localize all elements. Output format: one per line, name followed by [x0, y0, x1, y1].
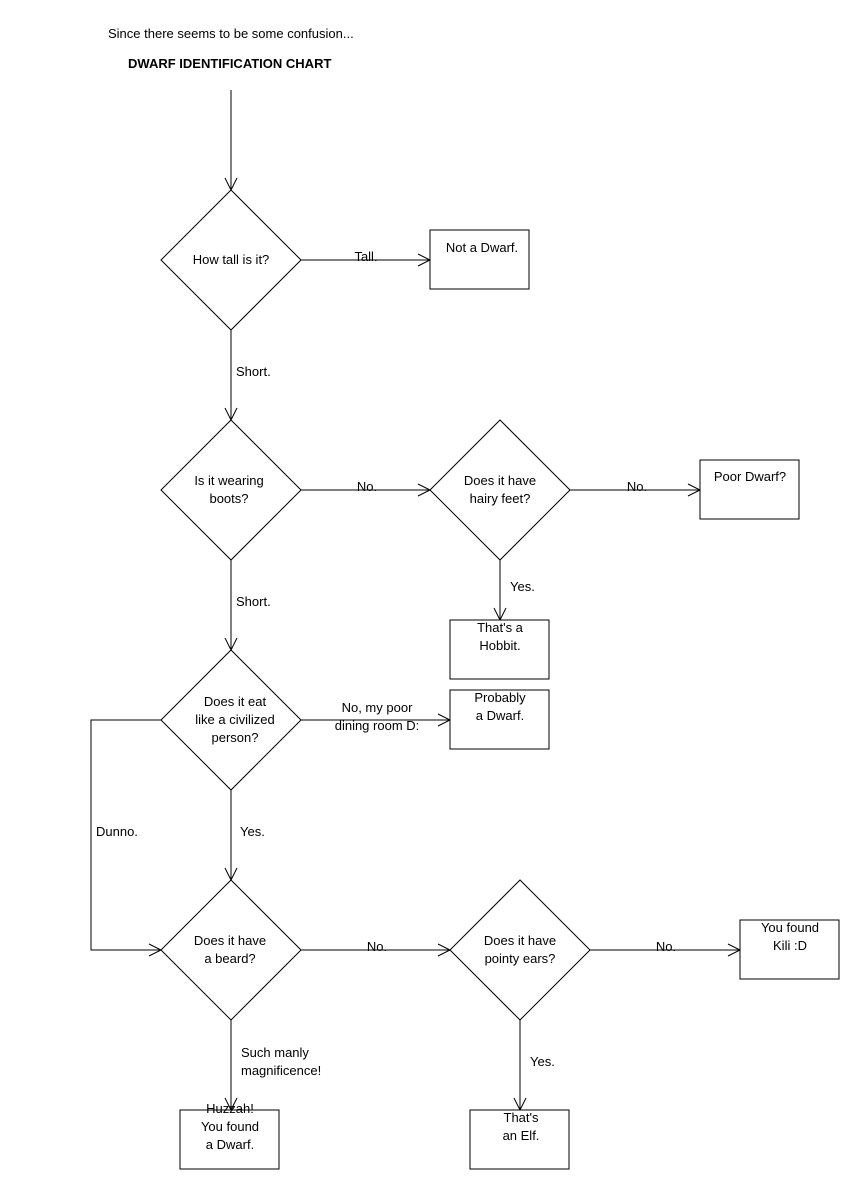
label-line: hairy feet? [470, 491, 531, 506]
label-line: Does it eat [204, 694, 267, 709]
edge-label-beard-no: No. [367, 939, 387, 954]
outcome-not-dwarf-label: Not a Dwarf. [446, 240, 518, 255]
outcome-not-dwarf-box [429, 229, 530, 290]
label-line: Yes. [240, 824, 265, 839]
label-line: You found [761, 920, 819, 935]
label-line: No. [627, 479, 647, 494]
label-line: Yes. [530, 1054, 555, 1069]
decision-hairy-feet [429, 419, 571, 561]
label-line: That's [504, 1110, 539, 1125]
decision-eat-civilized-label: Does it eat like a civilized person? [195, 694, 274, 745]
label-line: like a civilized [195, 712, 274, 727]
outcome-poor-dwarf-box [699, 459, 800, 520]
node-and-edge-labels: How tall is it? Is it wearing boots? Does… [96, 240, 819, 1152]
label-line: Kili :D [773, 938, 807, 953]
label-line: Short. [236, 364, 271, 379]
decision-pointy-ears [449, 879, 591, 1021]
label-line: Not a Dwarf. [446, 240, 518, 255]
outcome-hobbit-box [449, 619, 550, 680]
decision-pointy-ears-label: Does it have pointy ears? [484, 933, 556, 966]
label-line: a Dwarf. [476, 708, 524, 723]
intro-text: Since there seems to be some confusion..… [108, 26, 354, 41]
label-line: How tall is it? [193, 252, 270, 267]
label-line: Tall. [354, 249, 377, 264]
label-line: Poor Dwarf? [714, 469, 786, 484]
edge-label-eat-no: No, my poor dining room D: [335, 700, 420, 733]
label-line: an Elf. [503, 1128, 540, 1143]
outcome-elf-label: That's an Elf. [503, 1110, 540, 1143]
edge-label-ears-no: No. [656, 939, 676, 954]
label-line: No. [367, 939, 387, 954]
label-line: No. [656, 939, 676, 954]
edge-eat-dunno-to-beard [90, 719, 161, 951]
edge-label-feet-no: No. [627, 479, 647, 494]
decision-has-beard-label: Does it have a beard? [194, 933, 266, 966]
label-line: Is it wearing [194, 473, 263, 488]
decision-wearing-boots [160, 419, 302, 561]
label-line: You found [201, 1119, 259, 1134]
label-line: Yes. [510, 579, 535, 594]
outcome-kili-box [739, 919, 840, 980]
decision-nodes [160, 189, 591, 1021]
edge-label-short-1: Short. [236, 364, 271, 379]
decision-how-tall [160, 189, 302, 331]
decision-how-tall-label: How tall is it? [193, 252, 270, 267]
edge-label-feet-yes: Yes. [510, 579, 535, 594]
connectors [90, 90, 740, 1110]
label-line: a beard? [204, 951, 255, 966]
edge-label-ears-yes: Yes. [530, 1054, 555, 1069]
label-line: person? [212, 730, 259, 745]
label-line: No, my poor [342, 700, 413, 715]
outcome-elf-box [469, 1109, 570, 1170]
outcome-probably-dwarf-box [449, 689, 550, 750]
label-line: Hobbit. [479, 638, 520, 653]
label-line: dining room D: [335, 718, 420, 733]
label-line: Does it have [194, 933, 266, 948]
label-line: That's a [477, 620, 524, 635]
label-line: Such manly [241, 1045, 309, 1060]
decision-hairy-feet-label: Does it have hairy feet? [464, 473, 536, 506]
edge-label-eat-yes: Yes. [240, 824, 265, 839]
label-line: Short. [236, 594, 271, 609]
label-line: Probably [474, 690, 526, 705]
outcome-nodes [179, 229, 840, 1170]
label-line: pointy ears? [485, 951, 556, 966]
outcome-found-dwarf-box [179, 1109, 280, 1170]
edge-label-dunno: Dunno. [96, 824, 138, 839]
label-line: No. [357, 479, 377, 494]
outcome-probably-dwarf-label: Probably a Dwarf. [474, 690, 526, 723]
edge-label-beard-yes: Such manly magnificence! [241, 1045, 321, 1078]
decision-wearing-boots-label: Is it wearing boots? [194, 473, 263, 506]
label-line: Huzzah! [206, 1101, 254, 1116]
outcome-hobbit-label: That's a Hobbit. [477, 620, 524, 653]
label-line: a Dwarf. [206, 1137, 254, 1152]
label-line: Does it have [464, 473, 536, 488]
edge-label-boots-no: No. [357, 479, 377, 494]
decision-has-beard [160, 879, 302, 1021]
edge-label-tall: Tall. [354, 249, 377, 264]
label-line: boots? [209, 491, 248, 506]
label-line: magnificence! [241, 1063, 321, 1078]
label-line: Does it have [484, 933, 556, 948]
chart-title: DWARF IDENTIFICATION CHART [128, 56, 331, 71]
outcome-poor-dwarf-label: Poor Dwarf? [714, 469, 786, 484]
label-line: Dunno. [96, 824, 138, 839]
edge-label-short-2: Short. [236, 594, 271, 609]
outcome-found-dwarf-label: Huzzah! You found a Dwarf. [201, 1101, 259, 1152]
decision-eat-civilized [160, 649, 302, 791]
